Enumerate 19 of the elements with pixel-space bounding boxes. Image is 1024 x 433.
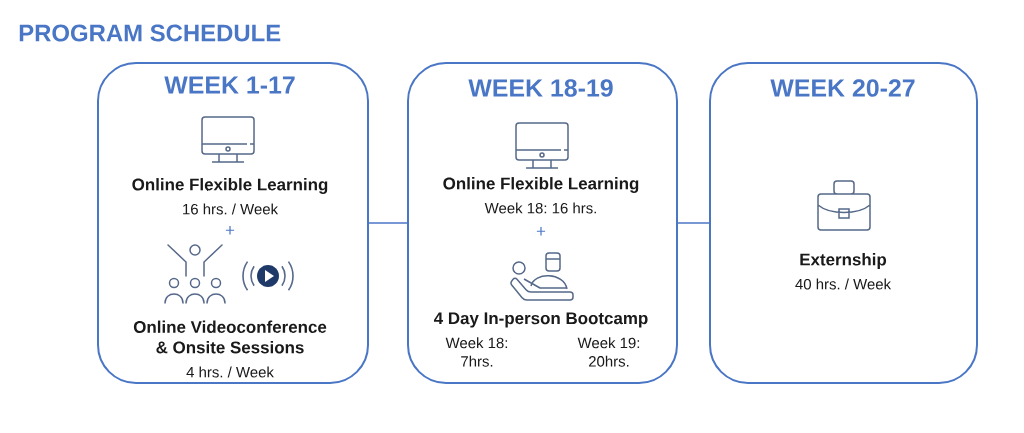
plus-sign: + — [225, 226, 235, 235]
hours-text: Week 18: 7hrs. — [445, 337, 508, 367]
hours-text: 40 hrs. / Week — [795, 278, 892, 290]
heading: PROGRAM SCHEDULE — [19, 24, 281, 42]
week-heading: WEEK 20-27 — [770, 79, 915, 97]
connector-line — [677, 222, 710, 224]
course-title: Externship — [800, 253, 887, 269]
connector-line — [368, 222, 408, 224]
week-heading: WEEK 1-17 — [164, 76, 295, 94]
hours-text: 4 hrs. / Week — [186, 366, 274, 378]
course-title: Online Flexible Learning — [443, 177, 639, 193]
course-title: Online Videoconference & Onsite Sessions — [133, 320, 327, 354]
plus-sign: + — [536, 227, 546, 236]
course-title: 4 Day In-person Bootcamp — [433, 312, 648, 328]
course-title: Online Flexible Learning — [132, 178, 328, 194]
hours-text: Week 19: 20hrs. — [577, 337, 640, 367]
week-heading: WEEK 18-19 — [468, 79, 613, 97]
hours-text: 16 hrs. / Week — [183, 203, 279, 215]
hours-text: Week 18: 16 hrs. — [484, 202, 596, 214]
